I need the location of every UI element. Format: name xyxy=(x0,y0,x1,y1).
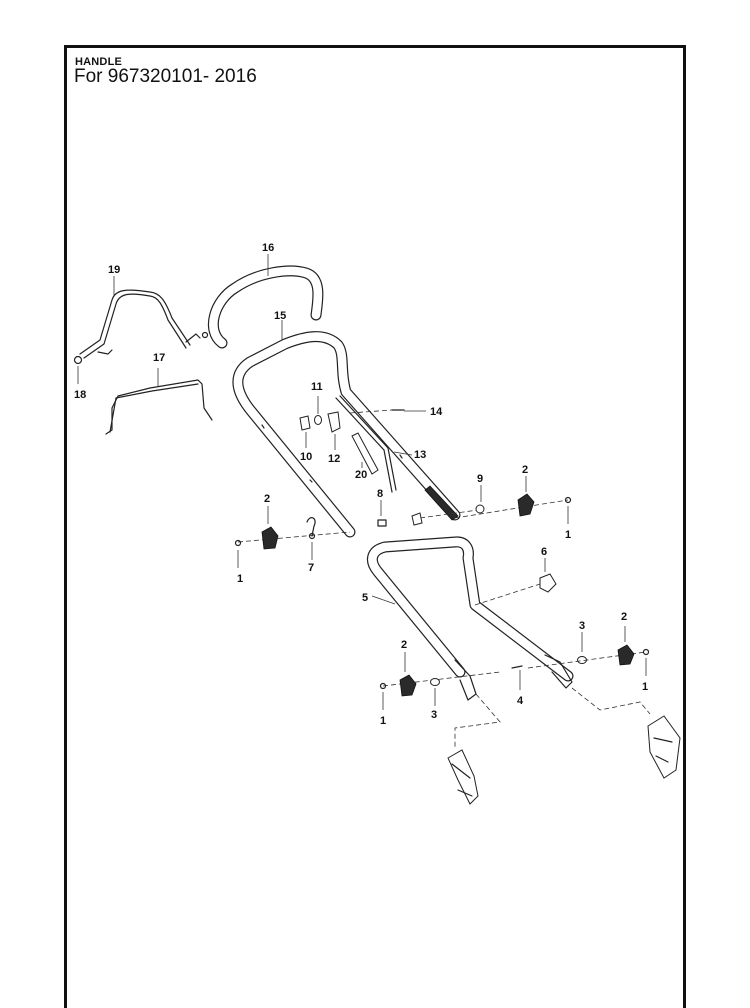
callout-1d: 1 xyxy=(642,681,648,693)
callout-4: 4 xyxy=(517,695,524,707)
part-2-knob-lower-left xyxy=(382,652,501,697)
part-1-nut-upper-right xyxy=(564,496,572,524)
callout-3a: 3 xyxy=(579,620,585,632)
part-5-lower-handle xyxy=(366,536,574,701)
part-1-nut-upper-left xyxy=(234,539,242,568)
part-1-nut-lower-right xyxy=(642,648,650,676)
part-16-upper-grip xyxy=(207,265,324,349)
callout-18: 18 xyxy=(74,389,86,401)
part-2-knob-upper-right xyxy=(454,476,569,519)
callout-1a: 1 xyxy=(237,573,243,585)
part-2-knob-upper-left xyxy=(237,506,351,550)
part-20-lever xyxy=(351,432,379,475)
callout-9: 9 xyxy=(477,473,483,485)
part-10-cap xyxy=(299,415,311,448)
mount-bracket-right xyxy=(571,687,681,779)
part-4-bolt xyxy=(511,665,523,690)
callout-2a: 2 xyxy=(264,493,270,505)
callout-7: 7 xyxy=(308,562,314,574)
part-3-washer-left xyxy=(430,678,440,706)
part-12-bracket xyxy=(327,411,341,450)
part-15-upper-handle xyxy=(232,331,461,538)
part-19-bail-wire xyxy=(79,289,209,359)
callout-1c: 1 xyxy=(380,715,386,727)
part-2-knob-lower-right xyxy=(527,626,647,669)
part-1-nut-lower-left xyxy=(379,682,387,710)
callout-10: 10 xyxy=(300,451,312,463)
callout-8: 8 xyxy=(377,488,383,500)
callout-11: 11 xyxy=(311,381,323,393)
part-18-clip xyxy=(73,355,83,365)
callout-2d: 2 xyxy=(401,639,407,651)
part-17-control-rod xyxy=(105,379,213,435)
callout-20: 20 xyxy=(355,469,367,481)
part-13-cable xyxy=(335,395,413,493)
callout-labels: 1 1 1 1 2 2 2 2 3 3 4 5 6 7 8 9 10 11 12… xyxy=(74,242,648,727)
callout-5: 5 xyxy=(362,592,368,604)
part-6-clip xyxy=(474,558,557,606)
part-8-bolt xyxy=(377,500,387,527)
part-9-cap xyxy=(411,485,485,526)
section-title: HANDLE xyxy=(75,56,123,68)
callout-14: 14 xyxy=(430,406,443,418)
callout-17: 17 xyxy=(153,352,165,364)
part-7-spring-clip xyxy=(306,517,316,560)
callout-13: 13 xyxy=(414,449,426,461)
callout-6: 6 xyxy=(541,546,547,558)
callout-15: 15 xyxy=(274,310,286,322)
part-11-washer xyxy=(314,396,322,425)
callout-2b: 2 xyxy=(522,464,528,476)
drawing-frame xyxy=(64,45,686,1008)
part-3-washer-right xyxy=(577,632,587,664)
callout-3b: 3 xyxy=(431,709,437,721)
callout-12: 12 xyxy=(328,453,340,465)
mount-bracket-left xyxy=(447,693,501,805)
callout-1b: 1 xyxy=(565,529,571,541)
callout-2c: 2 xyxy=(621,611,627,623)
model-subtitle: For 967320101- 2016 xyxy=(74,66,257,87)
callout-19: 19 xyxy=(108,264,120,276)
part-14-screw xyxy=(349,409,426,414)
callout-16: 16 xyxy=(262,242,274,254)
